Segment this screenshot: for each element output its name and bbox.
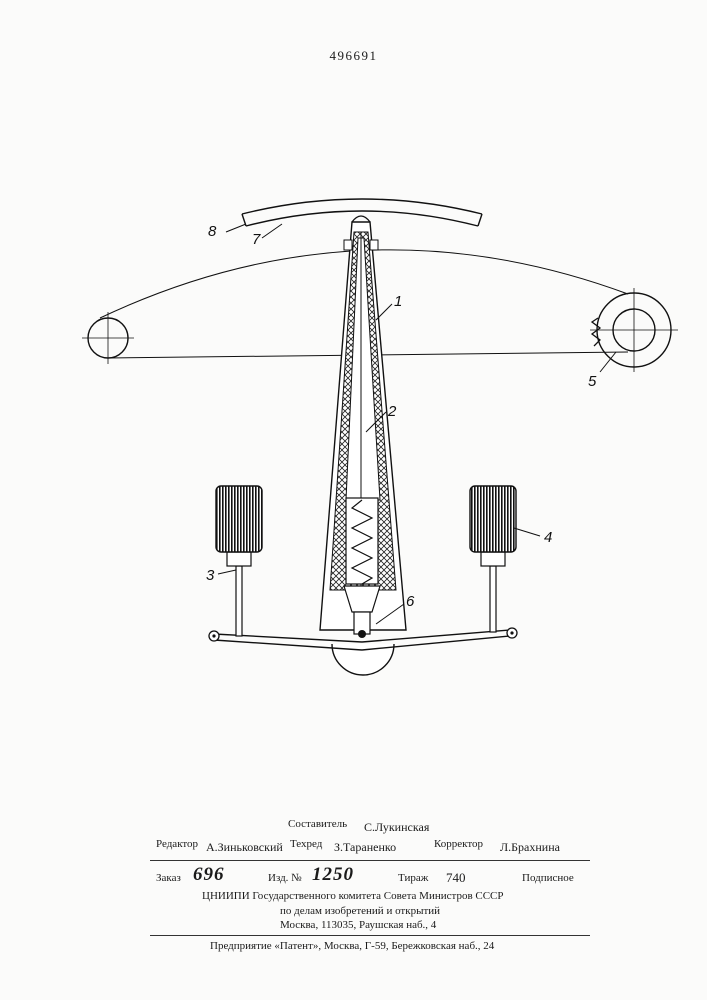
label-6: 6	[406, 593, 415, 610]
divider-2	[150, 935, 590, 936]
editor-label: Редактор	[156, 838, 198, 850]
circulation-number: 740	[446, 870, 466, 886]
corrector-label: Корректор	[434, 838, 483, 850]
org-line-2: по делам изобретений и открытий	[280, 905, 440, 917]
label-3: 3	[206, 567, 215, 584]
editor-name: А.Зиньковский	[206, 840, 283, 855]
left-weight	[216, 486, 262, 636]
label-8: 8	[208, 223, 217, 240]
label-5: 5	[588, 373, 597, 390]
corrector-name: Л.Брахнина	[500, 840, 560, 855]
techred-name: З.Тараненко	[334, 840, 396, 855]
edition-number: 1250	[312, 864, 354, 886]
org-line-3: Москва, 113035, Раушская наб., 4	[280, 919, 436, 931]
circulation-label: Тираж	[398, 872, 428, 884]
subscription: Подписное	[522, 872, 574, 884]
order-number: 696	[193, 864, 225, 886]
order-label: Заказ	[156, 872, 181, 884]
leader-lines	[218, 224, 616, 624]
compiler-name: С.Лукинская	[364, 820, 429, 835]
right-weight	[470, 486, 516, 632]
edition-label: Изд. №	[268, 872, 302, 884]
right-pulley	[590, 288, 678, 372]
label-7: 7	[252, 231, 261, 248]
central-column	[320, 216, 406, 638]
printer-line: Предприятие «Патент», Москва, Г-59, Бере…	[210, 940, 494, 952]
technical-drawing: 8 7 1 2 4 3 6 5	[0, 0, 707, 700]
label-1: 1	[394, 293, 402, 310]
compiler-label: Составитель	[288, 818, 347, 830]
techred-label: Техред	[290, 838, 322, 850]
label-4: 4	[544, 529, 552, 546]
left-pulley	[82, 312, 134, 364]
org-line-1: ЦНИИПИ Государственного комитета Совета …	[202, 890, 504, 902]
label-2: 2	[387, 403, 397, 420]
divider-1	[150, 860, 590, 861]
